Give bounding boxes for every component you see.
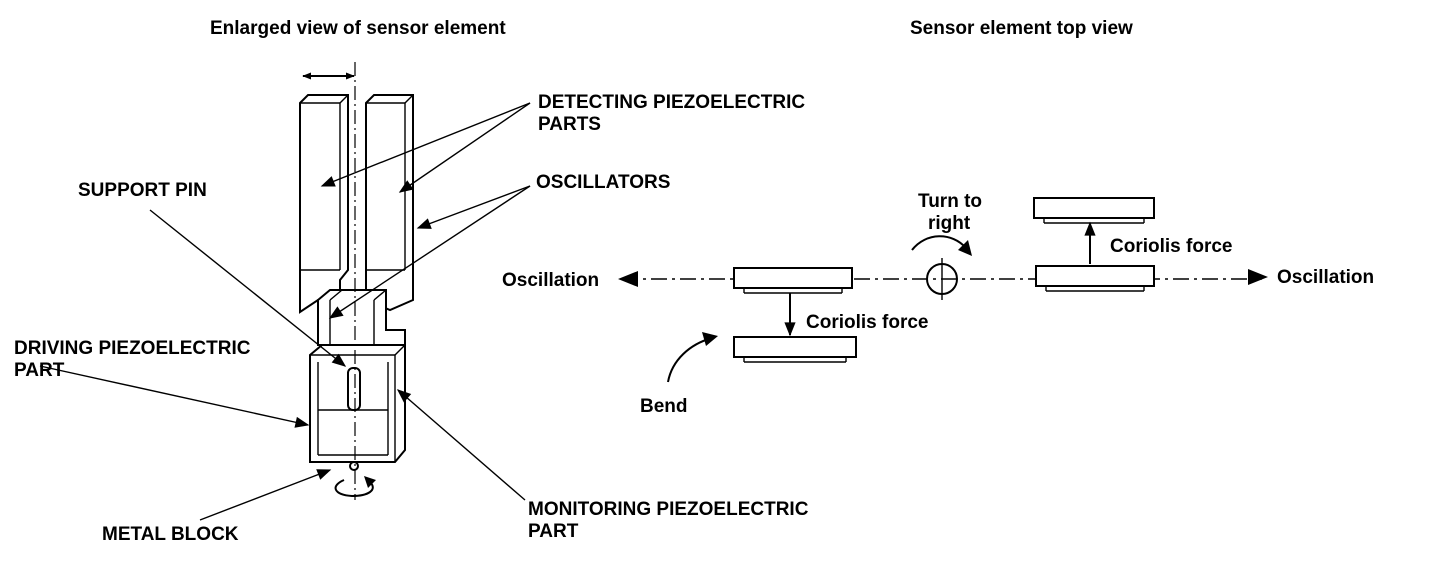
oscillation-left-label: Oscillation	[502, 270, 599, 291]
oscillators-label: OSCILLATORS	[536, 172, 670, 193]
left-arm-displaced	[733, 336, 857, 363]
coriolis-left-label: Coriolis force	[806, 312, 928, 333]
oscillation-right-arrowhead	[1248, 269, 1268, 285]
left-oscillator-arm	[299, 94, 349, 314]
monitoring-label-line1: MONITORING PIEZOELECTRIC	[528, 499, 809, 520]
detecting-label-line2: PARTS	[538, 114, 601, 135]
bend-arrow	[667, 337, 713, 383]
turn-label-line1: Turn to	[918, 191, 982, 212]
driving-label-line1: DRIVING PIEZOELECTRIC	[14, 338, 251, 359]
rotation-arrow	[334, 479, 374, 498]
bend-label: Bend	[640, 396, 688, 417]
leader-lines	[39, 102, 531, 521]
support-pin	[347, 367, 361, 411]
tuning-fork-element	[299, 62, 414, 500]
metal-block-label: METAL BLOCK	[102, 524, 239, 545]
right-arm-top-view	[1035, 265, 1155, 292]
right-view-heading: Sensor element top view	[910, 18, 1133, 39]
support-pin-label: SUPPORT PIN	[78, 180, 207, 201]
turn-right-arrow	[911, 235, 967, 251]
right-arm-displaced	[1033, 197, 1155, 224]
coriolis-right-label: Coriolis force	[1110, 236, 1232, 257]
detecting-label-line1: DETECTING PIEZOELECTRIC	[538, 92, 805, 113]
monitoring-label-line2: PART	[528, 521, 579, 542]
driving-label-line2: PART	[14, 360, 65, 381]
pin-end	[349, 461, 359, 471]
oscillation-right-label: Oscillation	[1277, 267, 1374, 288]
left-view-heading: Enlarged view of sensor element	[210, 18, 506, 39]
left-arm-top-view	[733, 267, 853, 294]
oscillation-left-arrowhead	[618, 271, 638, 287]
right-oscillator-arm	[365, 94, 414, 312]
turn-label-line2: right	[928, 213, 971, 234]
